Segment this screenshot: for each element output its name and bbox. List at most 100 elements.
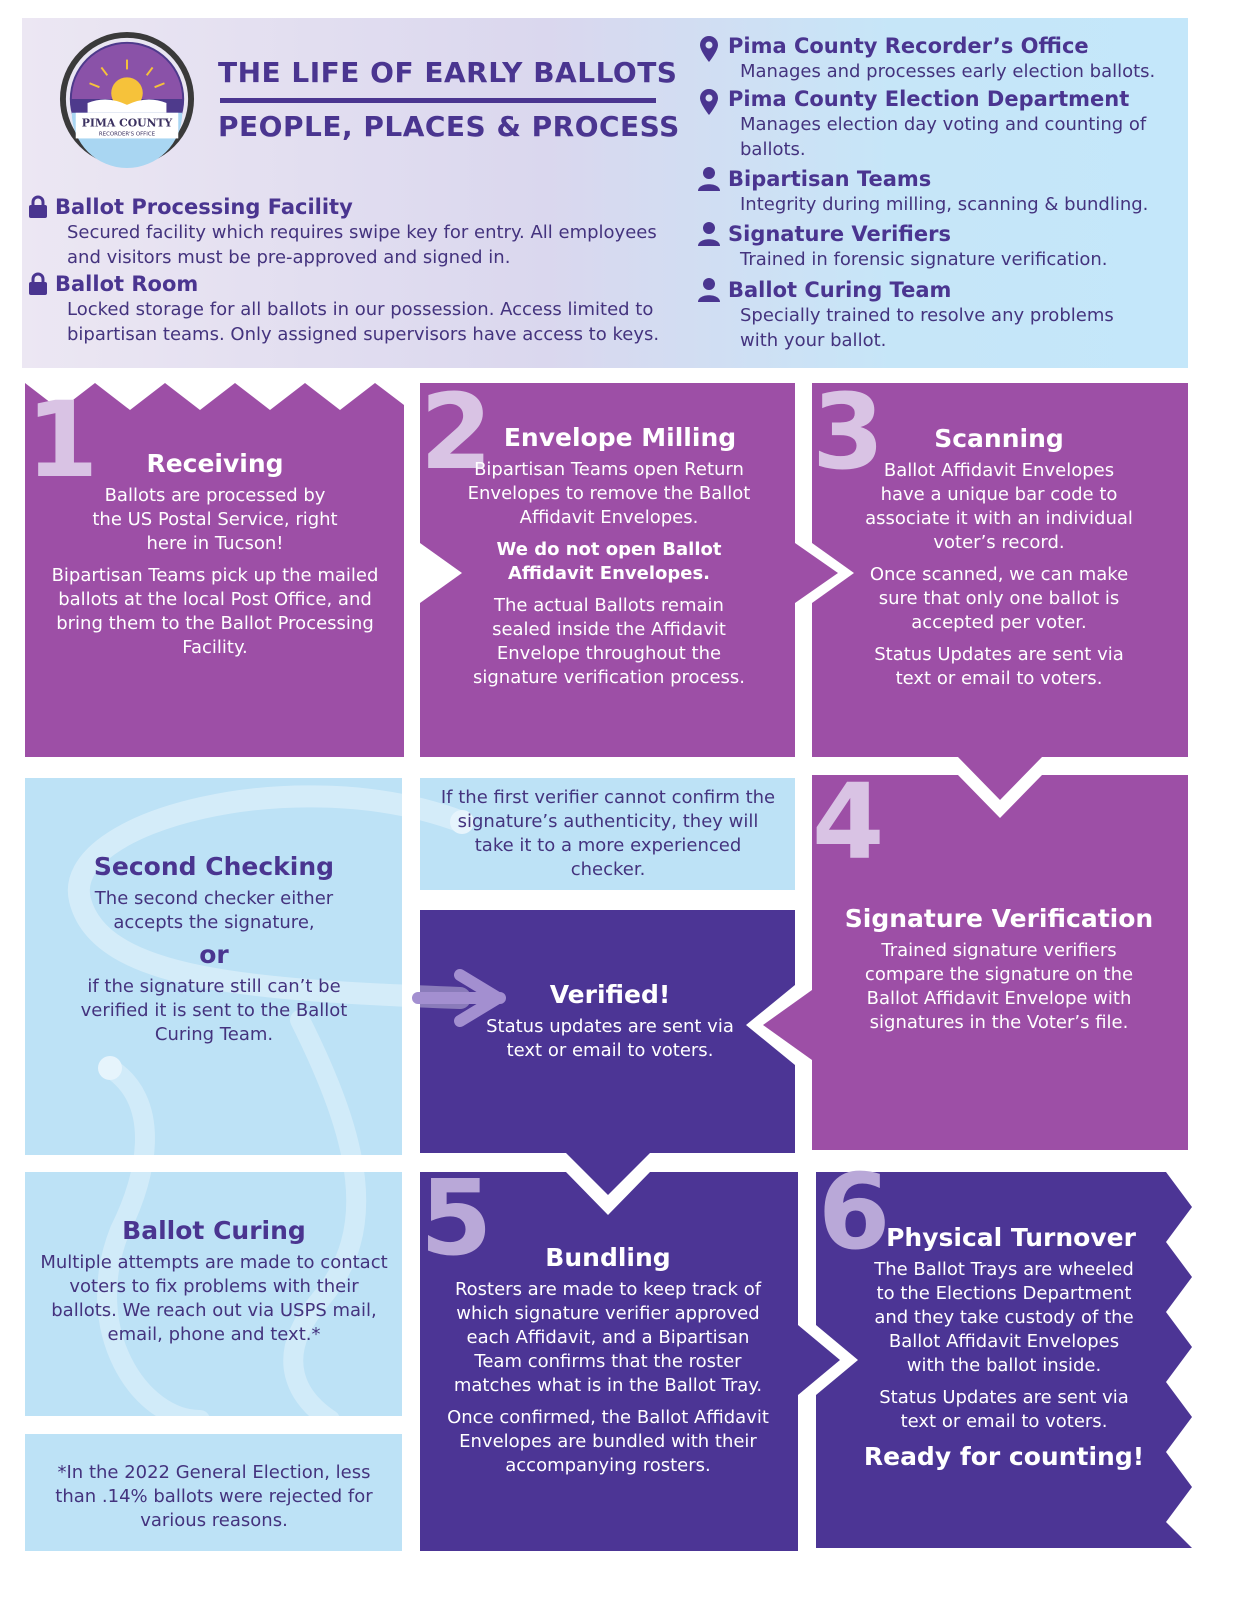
step-number-2: 2 bbox=[420, 371, 493, 493]
entity-desc: Integrity during milling, scanning & bun… bbox=[740, 194, 1149, 215]
place-desc: Locked storage for all ballots in our po… bbox=[67, 299, 660, 345]
lock-icon bbox=[29, 272, 47, 295]
step-title: Bundling bbox=[545, 1243, 671, 1272]
step-text: Once scanned, we can make sure that only… bbox=[869, 564, 1129, 633]
step-text: Status Updates are sent via text or emai… bbox=[874, 644, 1124, 689]
entity-signature-verifiers: Signature Verifiers Trained in forensic … bbox=[698, 222, 1178, 272]
entity-recorders-office: Pima County Recorder’s Office Manages an… bbox=[698, 34, 1178, 84]
step-4-panel bbox=[763, 775, 1188, 1150]
place-title: Ballot Processing Facility bbox=[55, 195, 353, 219]
step-5-panel bbox=[420, 1172, 840, 1551]
swoosh-dot bbox=[450, 810, 474, 834]
entity-title: Ballot Curing Team bbox=[728, 278, 952, 302]
section-title: Ballot Curing bbox=[122, 1216, 306, 1245]
map-pin-icon bbox=[700, 36, 718, 62]
step-text: The actual Ballots remain sealed inside … bbox=[473, 595, 745, 688]
step-text: Status Updates are sent via text or emai… bbox=[879, 1387, 1129, 1432]
step-scanning: Scanning Ballot Affidavit Envelopes have… bbox=[848, 424, 1150, 699]
step-signature-verification: Signature Verification Trained signature… bbox=[840, 904, 1158, 1043]
lock-icon bbox=[29, 195, 47, 218]
section-title: Verified! bbox=[549, 980, 671, 1009]
verified-panel bbox=[420, 910, 795, 1195]
first-verifier-note: If the first verifier cannot confirm the… bbox=[440, 786, 776, 890]
step-number-5: 5 bbox=[420, 1157, 493, 1279]
footnote-text: *In the 2022 General Election, less than… bbox=[55, 1462, 373, 1531]
step-title: Envelope Milling bbox=[503, 423, 737, 452]
entity-title: Bipartisan Teams bbox=[728, 167, 932, 191]
step-title: Physical Turnover bbox=[886, 1223, 1136, 1252]
page-title: THE LIFE OF EARLY BALLOTS bbox=[218, 56, 678, 89]
entity-title: Pima County Election Department bbox=[728, 87, 1130, 111]
step-text: Bipartisan Teams open Return Envelopes t… bbox=[467, 459, 751, 528]
step-physical-turnover: Physical Turnover The Ballot Trays are w… bbox=[858, 1223, 1150, 1480]
pima-county-recorder-seal-logo: PIMA COUNTY RECORDER'S OFFICE bbox=[59, 31, 195, 168]
step-3-panel bbox=[812, 383, 1188, 800]
entity-desc: Trained in forensic signature verificati… bbox=[740, 249, 1108, 270]
arrow-right-icon bbox=[412, 969, 506, 1027]
seal-name-text: PIMA COUNTY bbox=[82, 117, 173, 130]
person-icon bbox=[698, 222, 720, 246]
place-ballot-room: Ballot Room Locked storage for all ballo… bbox=[28, 272, 688, 347]
ready-for-counting-text: Ready for counting! bbox=[863, 1442, 1145, 1471]
step-6-panel bbox=[816, 1172, 1192, 1548]
person-icon bbox=[698, 167, 720, 191]
section-text: if the signature still can’t be verified… bbox=[80, 976, 348, 1045]
step-text-emphasis: We do not open Ballot Affidavit Envelope… bbox=[496, 539, 722, 584]
place-ballot-processing-facility: Ballot Processing Facility Secured facil… bbox=[28, 195, 688, 270]
swoosh-dot bbox=[98, 1056, 122, 1080]
map-pin-icon bbox=[700, 89, 718, 115]
step-bundling: Bundling Rosters are made to keep track … bbox=[440, 1243, 776, 1486]
step-number-4: 4 bbox=[812, 761, 885, 883]
seal-sub-text: RECORDER'S OFFICE bbox=[99, 131, 156, 137]
curing-swoosh-decoration bbox=[97, 1058, 210, 1430]
section-text: Status updates are sent via text or emai… bbox=[486, 1016, 734, 1061]
section-text: Multiple attempts are made to contact vo… bbox=[40, 1252, 388, 1345]
section-title: Second Checking bbox=[93, 852, 335, 881]
ballot-curing: Ballot Curing Multiple attempts are made… bbox=[40, 1216, 388, 1355]
entity-desc: Manages and processes early election bal… bbox=[740, 61, 1156, 82]
step-title: Scanning bbox=[934, 424, 1064, 453]
entity-bipartisan-teams: Bipartisan Teams Integrity during millin… bbox=[698, 167, 1178, 217]
entity-title: Pima County Recorder’s Office bbox=[728, 34, 1089, 58]
second-checking-panel bbox=[25, 778, 402, 1155]
step-text: Once confirmed, the Ballot Affidavit Env… bbox=[447, 1407, 769, 1476]
curing-swoosh-decoration-2 bbox=[283, 1010, 367, 1430]
step-1-panel bbox=[25, 383, 404, 757]
step-text: Rosters are made to keep track of which … bbox=[453, 1279, 763, 1396]
entity-desc: Manages election day voting and counting… bbox=[740, 114, 1147, 160]
step-title: Receiving bbox=[146, 449, 284, 478]
entity-title: Signature Verifiers bbox=[728, 222, 951, 246]
step-number-1: 1 bbox=[26, 379, 99, 501]
step-2-panel bbox=[420, 383, 838, 757]
step-envelope-milling: Envelope Milling Bipartisan Teams open R… bbox=[450, 423, 768, 698]
step-text: Bipartisan Teams pick up the mailed ball… bbox=[51, 565, 379, 658]
step-text: Ballot Affidavit Envelopes have a unique… bbox=[865, 460, 1133, 553]
page-subtitle: PEOPLE, PLACES & PROCESS bbox=[218, 110, 680, 143]
entity-desc: Specially trained to resolve any problem… bbox=[740, 305, 1114, 351]
note-text: If the first verifier cannot confirm the… bbox=[440, 787, 776, 880]
section-text: The second checker either accepts the si… bbox=[94, 888, 334, 933]
place-title: Ballot Room bbox=[55, 272, 199, 296]
place-desc: Secured facility which requires swipe ke… bbox=[67, 222, 657, 268]
step-text: Ballots are processed by the US Postal S… bbox=[92, 485, 338, 554]
footnote-panel bbox=[25, 1434, 402, 1551]
or-text: or bbox=[199, 940, 229, 969]
ballot-curing-panel bbox=[25, 1172, 402, 1416]
header-panel bbox=[22, 18, 1188, 368]
step-number-3: 3 bbox=[812, 371, 885, 493]
entity-ballot-curing-team: Ballot Curing Team Specially trained to … bbox=[698, 278, 1178, 353]
step-number-6: 6 bbox=[818, 1151, 891, 1273]
footnote: *In the 2022 General Election, less than… bbox=[40, 1461, 388, 1541]
verified: Verified! Status updates are sent via te… bbox=[480, 980, 740, 1071]
step-text: The Ballot Trays are wheeled to the Elec… bbox=[874, 1259, 1134, 1376]
step-text: Trained signature verifiers compare the … bbox=[864, 940, 1134, 1033]
entity-election-department: Pima County Election Department Manages … bbox=[698, 87, 1178, 162]
step-receiving: Receiving Ballots are processed by the U… bbox=[40, 449, 390, 668]
title-divider bbox=[220, 98, 656, 103]
first-verifier-note-panel bbox=[420, 778, 795, 890]
person-icon bbox=[698, 278, 720, 302]
second-checking: Second Checking The second checker eithe… bbox=[62, 852, 366, 1055]
step-title: Signature Verification bbox=[844, 904, 1154, 933]
flow-swoosh-decoration bbox=[67, 785, 473, 1009]
